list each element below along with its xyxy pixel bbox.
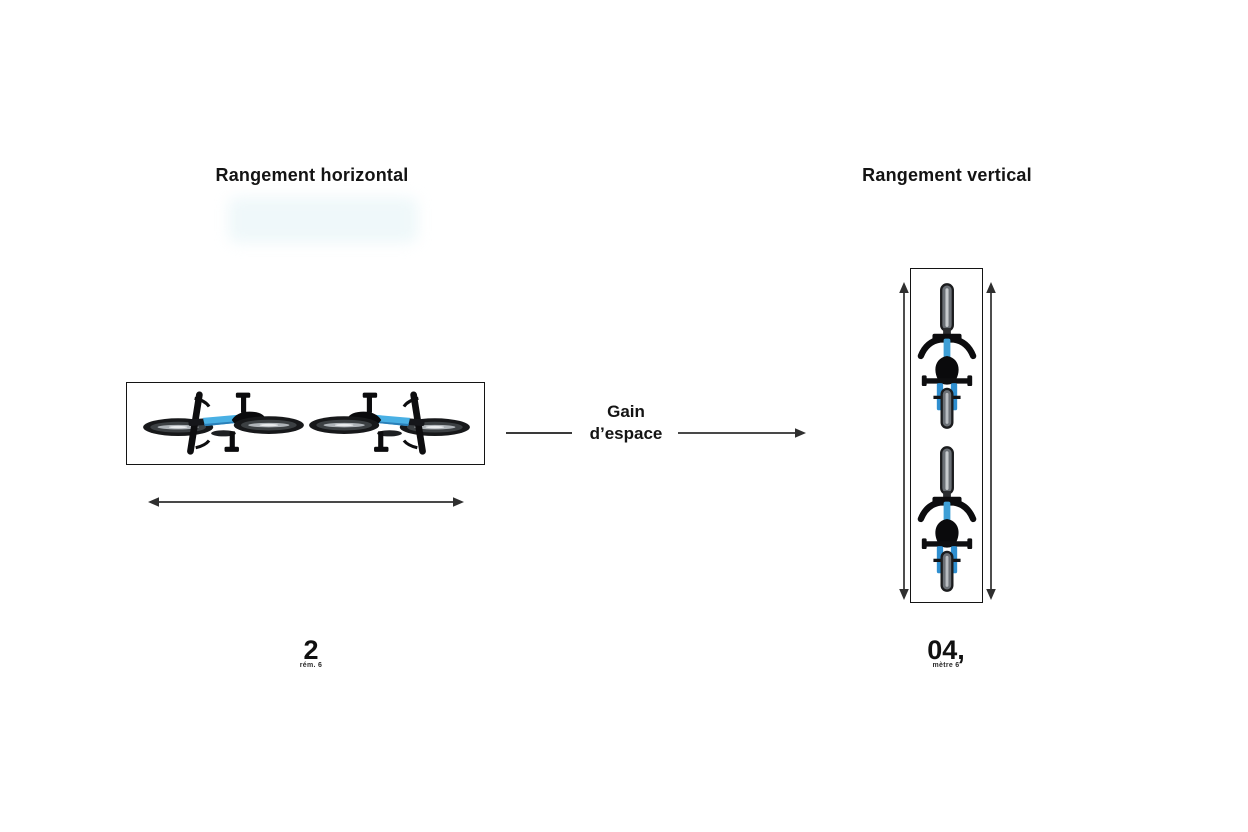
connector-line	[506, 432, 572, 434]
height-dimension-arrow	[899, 282, 909, 600]
horizontal-section-title: Rangement horizontal	[215, 165, 409, 185]
width-dimension-arrow	[148, 497, 464, 507]
gain-label-line2: d’espace	[589, 424, 663, 444]
horizontal-count-value: 2	[303, 635, 319, 665]
gain-label-line1: Gain	[607, 402, 645, 421]
bike-top-view-horizontal-icon	[141, 388, 306, 456]
vertical-count-value: 04,	[927, 635, 965, 665]
bike-top-view-vertical-icon	[916, 445, 978, 593]
vertical-section-title: Rangement vertical	[862, 165, 1032, 185]
horizontal-storage-box	[126, 382, 485, 465]
ghost-subtitle-smudge	[228, 197, 418, 243]
height-dimension-arrow	[986, 282, 996, 600]
gain-despace-label: Gain d’espace	[590, 401, 663, 446]
bike-top-view-vertical-icon	[916, 282, 978, 430]
bike-top-view-horizontal-icon	[307, 388, 472, 456]
vertical-count-caption: mètre 6	[932, 662, 960, 669]
right-arrow-icon	[678, 428, 806, 438]
vertical-storage-box	[910, 268, 983, 603]
horizontal-count-caption: rém. 6	[299, 662, 323, 669]
